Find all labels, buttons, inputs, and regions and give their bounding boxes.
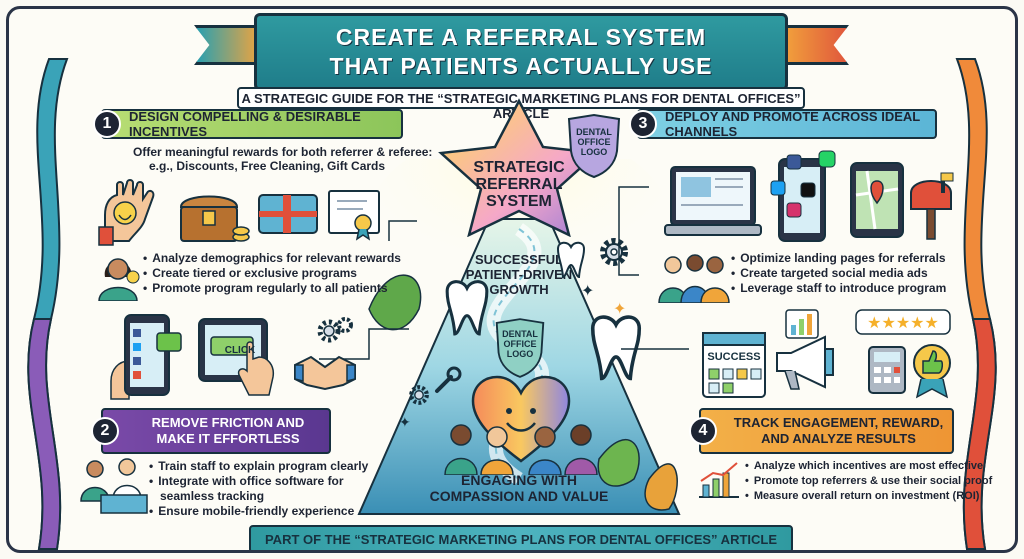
title-banner-right-tail — [779, 25, 849, 65]
tablet-click-icon — [198, 318, 275, 396]
section-1-bullets: Analyze demographics for relevant reward… — [143, 251, 433, 296]
section-4-title-line-2: AND ANALYZE RESULTS — [761, 431, 916, 446]
treasure-chest-icon — [179, 195, 250, 242]
section-1-number: 1 — [93, 110, 121, 138]
section-3-header: 3 DEPLOY AND PROMOTE ACROSS IDEAL CHANNE… — [629, 109, 937, 139]
infographic-frame: CREATE A REFERRAL SYSTEM THAT PATIENTS A… — [6, 6, 1018, 553]
thumbs-up-badge-icon — [913, 344, 951, 399]
mailbox-icon — [910, 172, 954, 240]
sparkle-icon: ✦ — [399, 414, 411, 430]
dental-office-logo-middle: DENTAL OFFICE LOGO — [495, 329, 545, 359]
section-2-bullet-2: Integrate with office software for — [149, 474, 389, 489]
logo-top-line-1: DENTAL — [576, 127, 612, 137]
success-label: SUCCESS — [707, 351, 761, 363]
logo-top-line-2: OFFICE — [577, 137, 611, 147]
section-2-bullet-2-cont: seamless tracking — [160, 489, 265, 503]
gears-icon — [317, 317, 353, 343]
section-1-intro-line-1: Offer meaningful rewards for both referr… — [133, 145, 433, 159]
handshake-icon — [294, 355, 356, 391]
growth-line-3: GROWTH — [489, 282, 549, 297]
gift-card-icon — [258, 194, 318, 234]
title-line-1: CREATE A REFERRAL SYSTEM — [335, 24, 707, 50]
engage-label: ENGAGING WITH COMPASSION AND VALUE — [399, 472, 639, 504]
staff-group-icon — [658, 254, 730, 303]
gear-icon — [600, 238, 628, 266]
certificate-icon — [328, 190, 380, 241]
phone-social-media-icon — [770, 150, 836, 242]
engage-line-2: COMPASSION AND VALUE — [429, 488, 609, 504]
section-4-bullet-1: Analyze which incentives are most effect… — [745, 459, 1015, 474]
success-calendar-icon — [702, 332, 766, 398]
tooth-icon-large-right — [590, 315, 642, 381]
section-1-intro-line-2: e.g., Discounts, Free Cleaning, Gift Car… — [149, 159, 386, 173]
staff-reception-icon — [80, 458, 148, 514]
calculator-icon — [868, 346, 906, 394]
section-1-bullet-3: Promote program regularly to all patient… — [143, 281, 433, 296]
dental-office-logo-top: DENTAL OFFICE LOGO — [569, 127, 619, 157]
section-3-bullet-2: Create targeted social media ads — [731, 266, 981, 281]
section-2-title: REMOVE FRICTION AND MAKE IT EFFORTLESS — [127, 415, 329, 447]
patient-avatar-icon — [98, 258, 140, 301]
section-1-bullet-1: Analyze demographics for relevant reward… — [143, 251, 433, 266]
phone-share-icon — [110, 314, 182, 400]
section-4-bullet-2: Promote top referrers & use their social… — [745, 474, 1015, 489]
star-label: STRATEGIC REFERRAL SYSTEM — [449, 159, 589, 210]
section-4-bullets: Analyze which incentives are most effect… — [745, 459, 1015, 504]
left-ribbon — [27, 58, 69, 550]
wrench-icon — [435, 366, 462, 393]
hand-reward-icon — [98, 179, 155, 246]
logo-top-line-3: LOGO — [580, 147, 608, 157]
section-3-bullets: Optimize landing pages for referrals Cre… — [731, 251, 981, 296]
growth-chart-icon — [699, 462, 739, 498]
svg-text:★★★★★: ★★★★★ — [867, 313, 939, 332]
section-2-bullet-1: Train staff to explain program clearly — [149, 459, 389, 474]
growth-line-2: PATIENT-DRIVEN — [465, 267, 573, 282]
section-1-bullet-2: Create tiered or exclusive programs — [143, 266, 433, 281]
star-label-line-2: REFERRAL — [475, 176, 563, 193]
click-button-label: CLICK — [224, 345, 256, 356]
five-star-rating-icon: ★★★★★ — [855, 309, 951, 335]
section-4-title: TRACK ENGAGEMENT, REWARD, AND ANALYZE RE… — [725, 415, 952, 447]
section-4-header: 4 TRACK ENGAGEMENT, REWARD, AND ANALYZE … — [689, 408, 954, 454]
megaphone-icon — [776, 335, 834, 390]
tooth-icon-large-left — [445, 280, 489, 336]
title-banner: CREATE A REFERRAL SYSTEM THAT PATIENTS A… — [254, 13, 788, 91]
sparkle-icon: ✦ — [613, 301, 627, 318]
section-2-header: 2 REMOVE FRICTION AND MAKE IT EFFORTLESS — [91, 408, 331, 454]
bar-chart-icon — [785, 309, 819, 339]
section-4-bullet-3: Measure overall return on investment (RO… — [745, 489, 1015, 504]
section-3-bullet-3: Leverage staff to introduce program — [731, 281, 981, 296]
section-4-title-line-1: TRACK ENGAGEMENT, REWARD, — [733, 415, 944, 430]
dental-office-logo-shield-middle — [495, 318, 545, 378]
section-1-title: DESIGN COMPELLING & DESIRABLE INCENTIVES — [129, 109, 361, 139]
logo-middle-line-1: DENTAL — [502, 329, 538, 339]
patients-group-icon — [444, 424, 598, 475]
section-1-intro: Offer meaningful rewards for both referr… — [133, 145, 453, 173]
section-2-bullet-3: Ensure mobile-friendly experience — [149, 504, 389, 519]
logo-middle-line-3: LOGO — [506, 349, 534, 359]
section-2-title-line-2: MAKE IT EFFORTLESS — [156, 431, 300, 446]
star-label-line-1: STRATEGIC — [473, 159, 565, 176]
gear-icon-small — [409, 385, 429, 405]
section-3-bullet-1: Optimize landing pages for referrals — [731, 251, 981, 266]
footer-banner: PART OF THE “STRATEGIC MARKETING PLANS F… — [249, 525, 793, 550]
map-location-icon — [850, 162, 904, 238]
section-3-title: DEPLOY AND PROMOTE ACROSS IDEAL CHANNELS — [665, 109, 920, 139]
section-2-title-line-1: REMOVE FRICTION AND — [151, 415, 305, 430]
growth-line-1: SUCCESSFUL — [474, 252, 564, 267]
section-2-number: 2 — [91, 417, 119, 445]
section-2-bullets: Train staff to explain program clearly I… — [149, 459, 389, 519]
dental-office-logo-shield-top — [567, 113, 621, 179]
logo-middle-line-2: OFFICE — [503, 339, 537, 349]
title-line-2: THAT PATIENTS ACTUALLY USE — [329, 53, 713, 79]
laptop-landing-page-icon — [664, 166, 762, 236]
section-3-number: 3 — [629, 110, 657, 138]
sparkle-icon: ✦ — [581, 283, 595, 300]
star-label-line-3: SYSTEM — [486, 193, 552, 210]
engage-line-1: ENGAGING WITH — [461, 472, 577, 488]
growth-label: SUCCESSFUL PATIENT-DRIVEN GROWTH — [439, 252, 599, 297]
tooth-icon — [556, 241, 586, 279]
section-4-number: 4 — [689, 417, 717, 445]
section-1-header: 1 DESIGN COMPELLING & DESIRABLE INCENTIV… — [93, 109, 403, 139]
